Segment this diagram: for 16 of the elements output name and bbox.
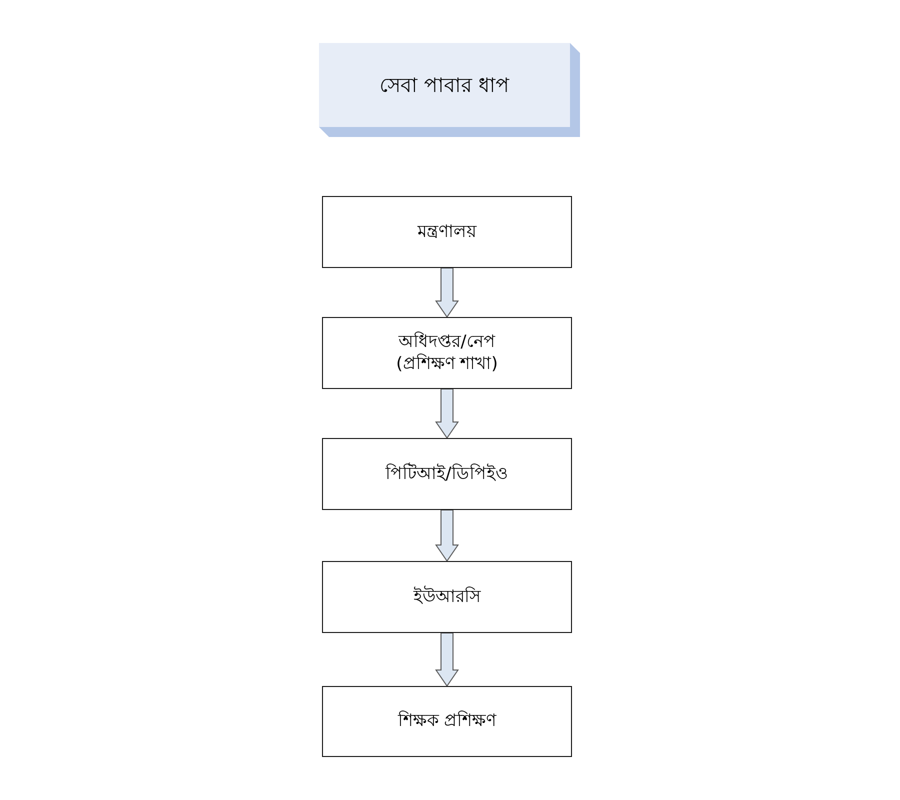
box-label: পিটিআই/ডিপিইও (386, 462, 508, 486)
block-arrow (435, 268, 459, 318)
block-arrow (435, 510, 459, 562)
box-label: অধিদপ্তর/নেপ (প্রশিক্ষণ শাখা) (395, 330, 499, 376)
process-box (322, 317, 572, 389)
block-arrow (435, 388, 459, 439)
process-box (322, 196, 572, 268)
box-label: ইউআরসি (414, 586, 480, 608)
process-box (322, 686, 572, 757)
box-label: মন্ত্রণালয় (418, 220, 476, 244)
raised-box (319, 43, 580, 137)
block-arrow (435, 632, 459, 687)
process-box (322, 438, 572, 510)
process-box (322, 561, 572, 633)
heading-text: সেবা পাবার ধাপ (380, 72, 510, 98)
box-label: শিক্ষক প্রশিক্ষণ (398, 710, 496, 733)
